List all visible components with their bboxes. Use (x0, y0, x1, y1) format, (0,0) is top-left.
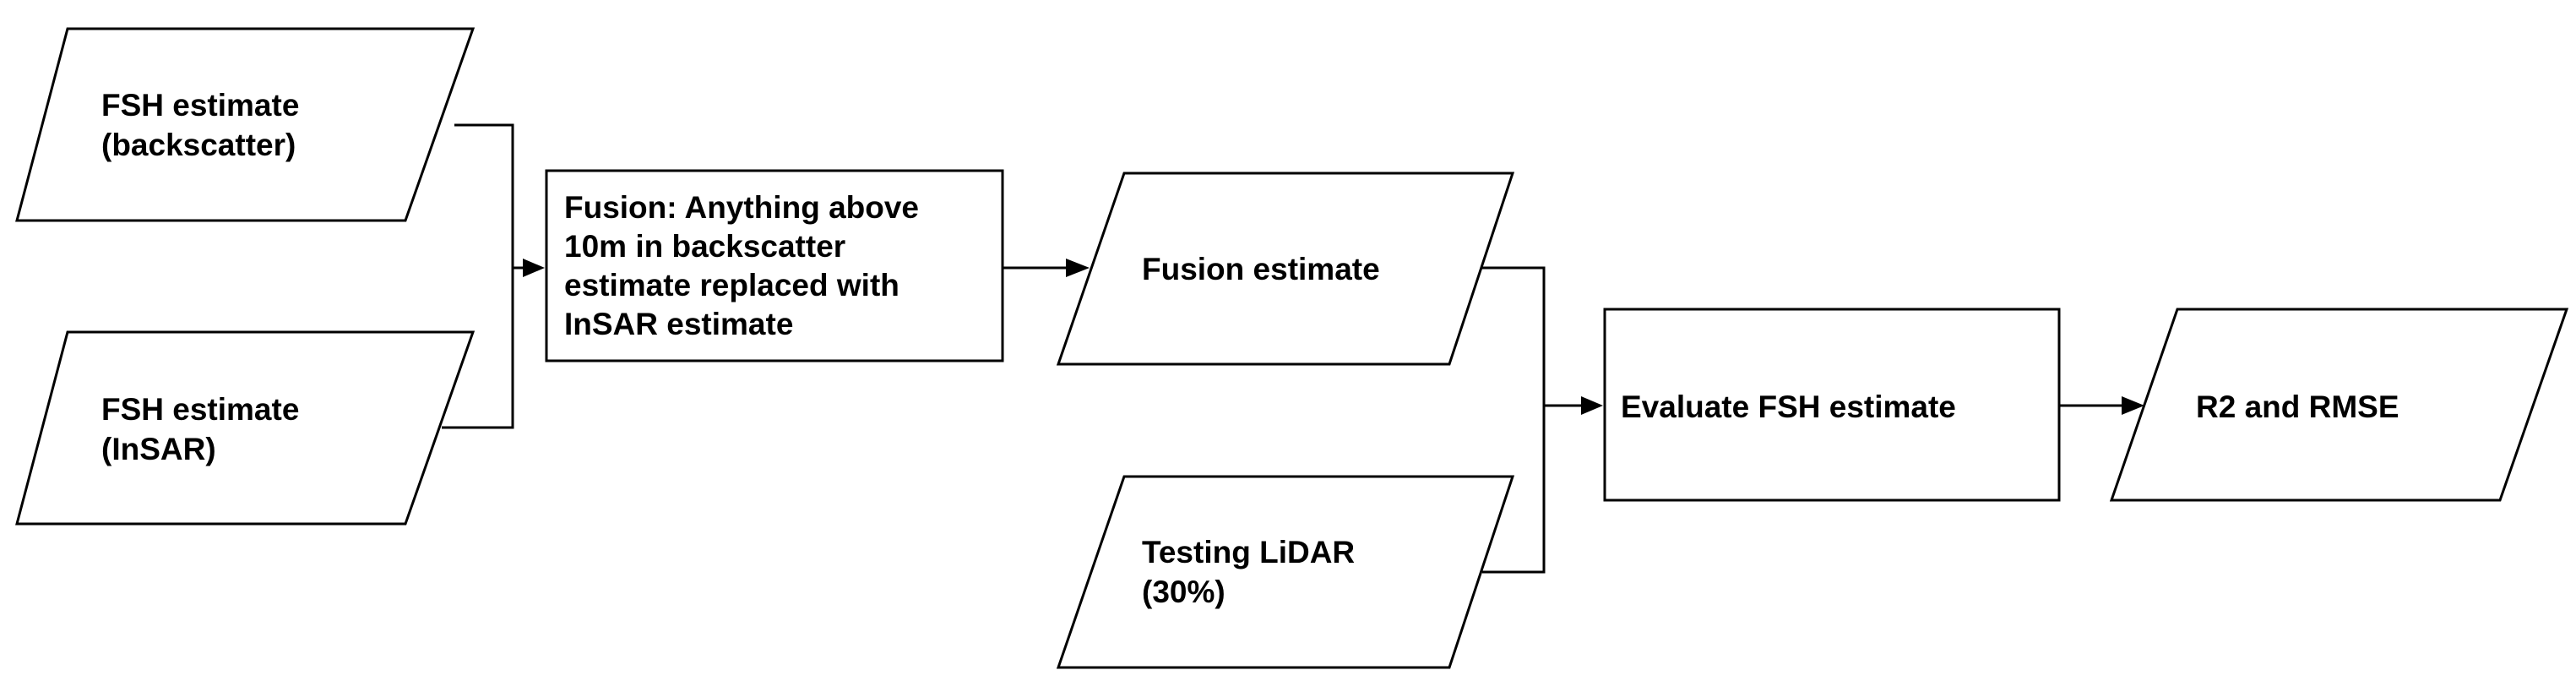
result-output-shape (2109, 308, 2569, 502)
connector-insar-merge (442, 268, 514, 429)
fusion-process-line-1: Fusion: Anything above (564, 190, 919, 225)
arrowhead-to-fusion (523, 259, 545, 277)
testing-lidar-input-shape (1056, 475, 1515, 669)
fsh-insar-line-2: (InSAR) (101, 432, 216, 466)
fsh-backscatter-line-1: FSH estimate (101, 88, 299, 123)
fsh-backscatter-label: FSH estimate (backscatter) (101, 88, 308, 162)
fusion-process-line-2: 10m in backscatter (564, 229, 845, 264)
evaluate-process-box (1603, 308, 2061, 502)
evaluate-line-1: Evaluate FSH estimate (1621, 390, 1956, 424)
fusion-estimate-line-1: Fusion estimate (1142, 252, 1380, 286)
fusion-estimate-output-shape (1056, 172, 1515, 366)
arrowhead-to-evaluate (1581, 396, 1603, 415)
arrowhead-to-fusion-estimate (1066, 259, 1090, 277)
arrowhead-to-result (2122, 396, 2144, 415)
fsh-insar-line-1: FSH estimate (101, 392, 299, 427)
result-label: R2 and RMSE (2196, 390, 2399, 424)
fusion-process-label: Fusion: Anything above 10m in backscatte… (564, 190, 927, 341)
fsh-backscatter-input-shape (15, 27, 476, 222)
fsh-backscatter-line-2: (backscatter) (101, 128, 296, 162)
connector-backscatter-merge (454, 123, 514, 268)
result-line-1: R2 and RMSE (2196, 390, 2399, 424)
fusion-process-line-3: estimate replaced with (564, 268, 899, 302)
connector-estimate-merge (1482, 266, 1546, 406)
testing-lidar-line-1: Testing LiDAR (1142, 535, 1355, 569)
testing-lidar-line-2: (30%) (1142, 575, 1226, 609)
fsh-insar-label: FSH estimate (InSAR) (101, 392, 308, 466)
fusion-estimate-label: Fusion estimate (1142, 252, 1380, 286)
fsh-insar-input-shape (15, 330, 476, 526)
fusion-process-line-4: InSAR estimate (564, 307, 793, 341)
connector-lidar-merge (1482, 406, 1546, 574)
evaluate-label: Evaluate FSH estimate (1621, 390, 1956, 424)
testing-lidar-label: Testing LiDAR (30%) (1142, 535, 1363, 609)
fusion-process-box (545, 169, 1004, 362)
